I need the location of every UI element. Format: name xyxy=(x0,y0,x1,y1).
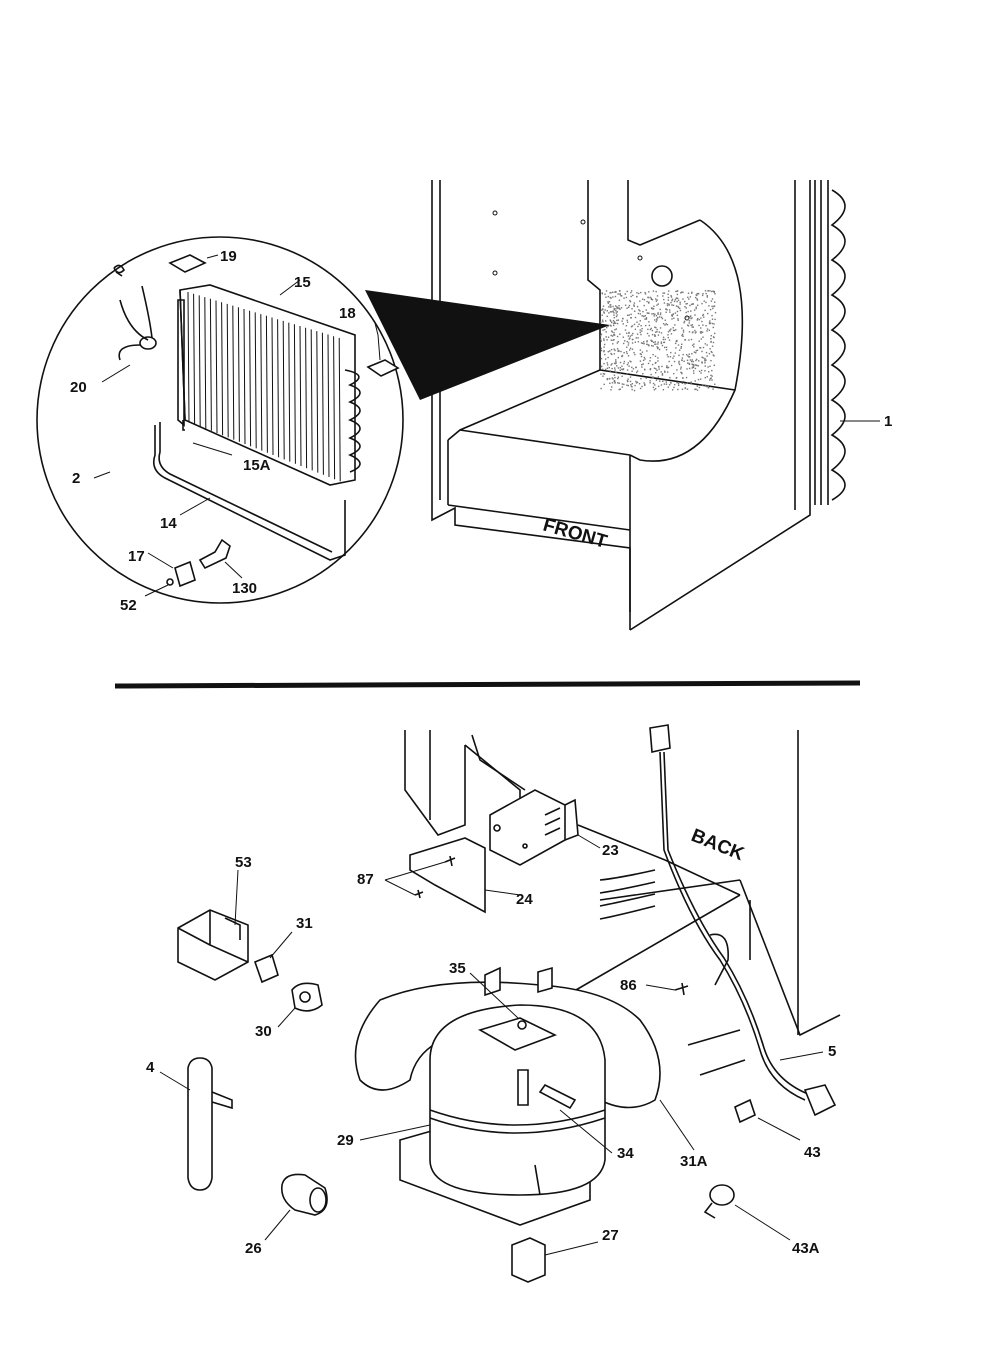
label-53: 53 xyxy=(235,854,252,871)
part-87-screw-b xyxy=(444,855,456,867)
label-87: 87 xyxy=(357,871,374,888)
label-18: 18 xyxy=(339,305,356,322)
label-52: 52 xyxy=(120,597,137,614)
label-15: 15 xyxy=(294,274,311,291)
label-30: 30 xyxy=(255,1023,272,1040)
magnifier-cone xyxy=(365,290,610,400)
label-front: FRONT xyxy=(541,515,610,553)
part-29-compressor xyxy=(399,966,606,1226)
part-4-filter-drier xyxy=(187,1057,233,1191)
label-19: 19 xyxy=(220,248,237,265)
evaporator-area-speckle xyxy=(600,290,717,392)
label-4: 4 xyxy=(146,1059,155,1076)
part-27-grommet xyxy=(511,1237,546,1283)
label-23: 23 xyxy=(602,842,619,859)
label-27: 27 xyxy=(602,1227,619,1244)
label-86: 86 xyxy=(620,977,637,994)
section-divider xyxy=(114,680,861,689)
label-29: 29 xyxy=(337,1132,354,1149)
part-87-screw-a xyxy=(414,889,424,899)
label-2: 2 xyxy=(72,470,80,487)
bottom-leaders xyxy=(159,834,824,1256)
label-34: 34 xyxy=(617,1145,634,1162)
part-43-clip xyxy=(734,1098,756,1124)
part-43a-clamp xyxy=(703,1184,735,1219)
top-leaders xyxy=(93,254,880,597)
label-5: 5 xyxy=(828,1043,836,1060)
label-130: 130 xyxy=(232,580,257,597)
part-30-overload xyxy=(291,982,323,1012)
label-31a: 31A xyxy=(680,1153,708,1170)
detail-circle xyxy=(36,236,404,604)
part-24-bracket xyxy=(409,837,486,914)
label-31: 31 xyxy=(296,915,313,932)
label-26: 26 xyxy=(245,1240,262,1257)
part-2-clip xyxy=(113,264,125,277)
label-back: BACK xyxy=(688,825,747,865)
label-14: 14 xyxy=(160,515,177,532)
label-35: 35 xyxy=(449,960,466,977)
label-15a: 15A xyxy=(243,457,271,474)
part-14-tube xyxy=(152,425,346,561)
cabinet-outline xyxy=(431,180,811,631)
label-43: 43 xyxy=(804,1144,821,1161)
part-17-clip xyxy=(174,560,196,588)
label-20: 20 xyxy=(70,379,87,396)
label-1: 1 xyxy=(884,413,892,430)
part-23-defrost-timer xyxy=(489,789,579,866)
part-53-relay xyxy=(177,909,249,981)
part-20-defrost-thermostat xyxy=(118,285,157,361)
label-43a: 43A xyxy=(792,1240,820,1257)
part-130-bracket xyxy=(198,538,231,570)
part-26-grommet xyxy=(280,1173,328,1216)
part-52-screw xyxy=(166,578,174,586)
label-17: 17 xyxy=(128,548,145,565)
part-18-pad xyxy=(366,359,400,377)
label-24: 24 xyxy=(516,891,533,908)
part-86-screw xyxy=(674,982,689,996)
part-5-power-cord xyxy=(599,724,837,1117)
condenser-coil xyxy=(814,180,846,505)
part-19-pad xyxy=(168,254,207,273)
evaporator xyxy=(177,284,361,486)
part-31-clip xyxy=(253,953,279,984)
